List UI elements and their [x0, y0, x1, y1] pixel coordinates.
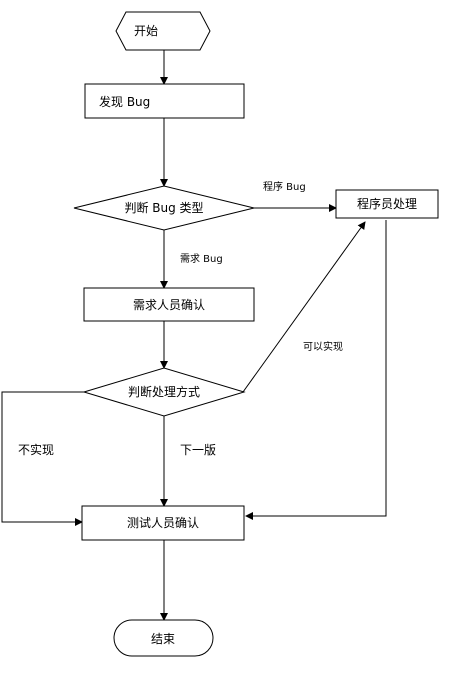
- start-label: 开始: [134, 24, 158, 38]
- edge-label-not-impl: 不实现: [18, 442, 54, 457]
- edge-label-next-ver: 下一版: [180, 443, 216, 457]
- judge-type-diamond: [73, 185, 255, 231]
- programmer-box: [335, 189, 439, 219]
- find-bug-box: [84, 83, 245, 119]
- edge-label-req-bug: 需求 Bug: [180, 253, 223, 265]
- start-hexagon: [115, 11, 211, 51]
- judge-type-label: 判断 Bug 类型: [124, 200, 203, 215]
- programmer-node: 程序员处理: [335, 189, 439, 219]
- judge-method-node: 判断处理方式: [82, 367, 246, 417]
- end-label: 结束: [151, 632, 175, 646]
- edges: [1, 50, 387, 621]
- end-node: 结束: [113, 619, 214, 657]
- req-confirm-box: [83, 287, 255, 322]
- start-node: 开始: [115, 11, 211, 51]
- req-confirm-label: 需求人员确认: [133, 298, 205, 312]
- find-bug-node: 发现 Bug: [84, 83, 245, 119]
- programmer-label: 程序员处理: [357, 196, 417, 211]
- edge-not-implement: [1, 391, 84, 526]
- end-terminator: [113, 619, 214, 657]
- test-confirm-node: 测试人员确认: [81, 505, 245, 541]
- test-confirm-label: 测试人员确认: [127, 515, 199, 530]
- judge-method-label: 判断处理方式: [128, 384, 200, 399]
- test-confirm-box: [81, 505, 245, 541]
- edge-label-can-impl: 可以实现: [303, 340, 343, 353]
- judge-method-diamond: [82, 367, 246, 417]
- judge-type-node: 判断 Bug 类型: [73, 185, 255, 231]
- edge-label-program-bug: 程序 Bug: [263, 180, 306, 193]
- edge-programmer-to-test: [245, 220, 387, 520]
- find-bug-label: 发现 Bug: [99, 94, 150, 109]
- req-confirm-node: 需求人员确认: [83, 287, 255, 322]
- edge-method-to-programmer: [242, 221, 366, 393]
